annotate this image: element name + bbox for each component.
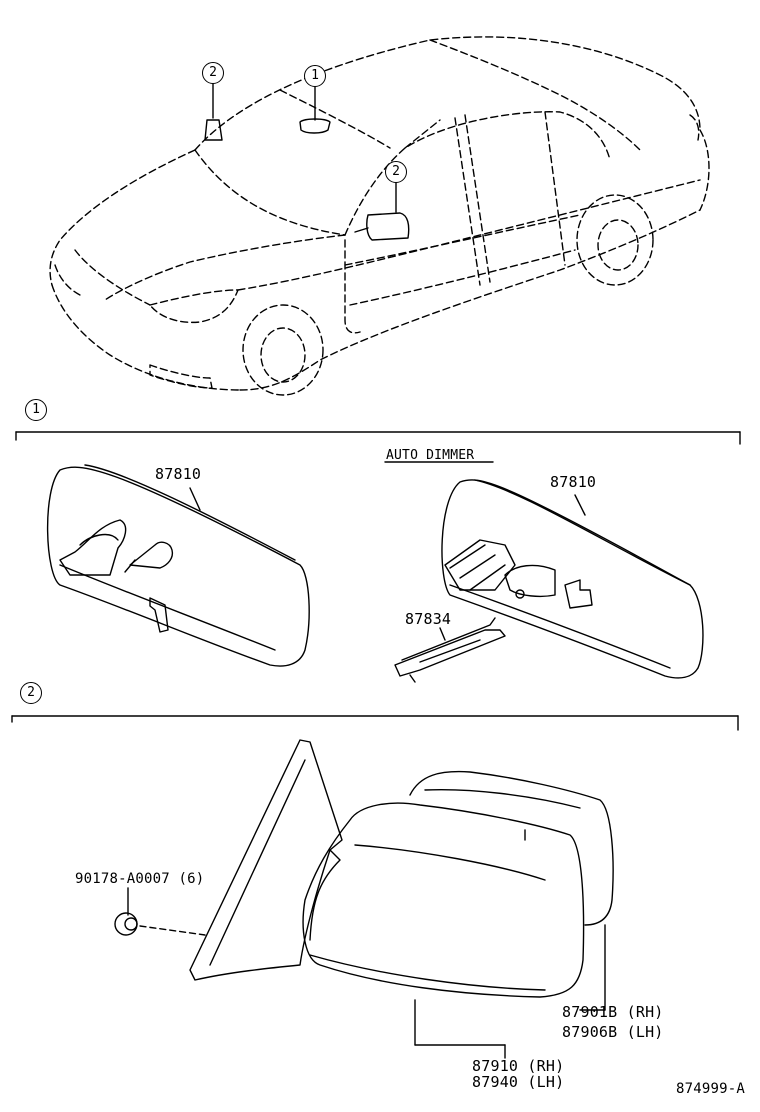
callout-inner-mirror: 1	[304, 65, 326, 87]
part-87834: 87834	[405, 610, 452, 628]
part-assy-lh: 87940 (LH)	[472, 1073, 565, 1091]
callout-door-mirror: 2	[385, 161, 407, 183]
outer-door-mirror	[127, 739, 614, 1059]
part-87810-left: 87810	[155, 465, 202, 483]
section-outer-frame	[11, 715, 739, 731]
clip-part	[394, 617, 506, 683]
figure-code: 874999-A	[676, 1081, 746, 1097]
section-inner-frame	[15, 431, 741, 463]
screw-nut	[114, 912, 138, 936]
car-illustration	[49, 36, 710, 396]
auto-dimmer-label: AUTO DIMMER	[386, 448, 475, 463]
callout-section-inner: 1	[25, 399, 47, 421]
part-screw: 90178-A0007 (6)	[75, 871, 205, 887]
part-87810-right: 87810	[550, 473, 597, 491]
inner-mirror-auto-dimmer	[441, 479, 704, 679]
part-assy-rh: 87910 (RH)	[472, 1057, 565, 1075]
callout-section-outer: 2	[20, 682, 42, 704]
part-cover-rh: 87901B (RH)	[562, 1003, 664, 1021]
callout-roof-sensor: 2	[202, 62, 224, 84]
inner-mirror-plain	[46, 464, 310, 667]
part-cover-lh: 87906B (LH)	[562, 1023, 664, 1041]
